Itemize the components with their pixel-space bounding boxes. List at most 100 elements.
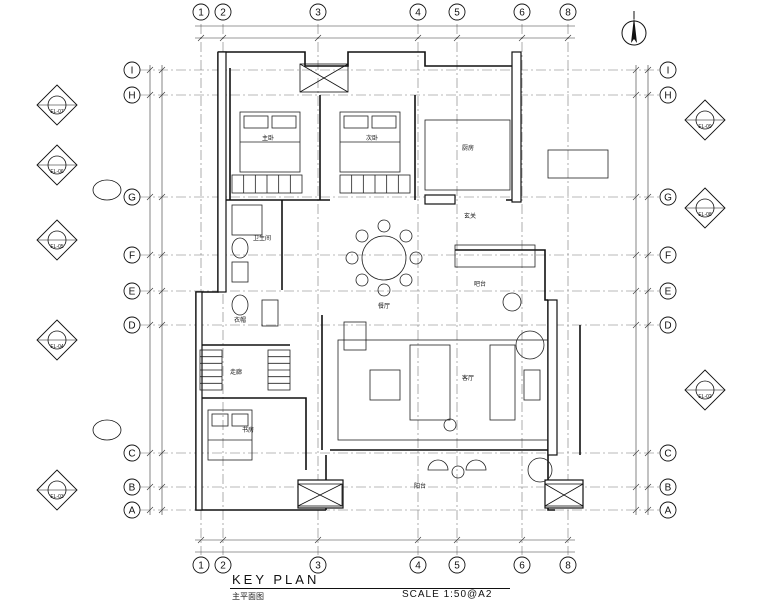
- grid-bubble-label: I: [131, 66, 134, 77]
- wall: [455, 249, 548, 301]
- dimension-tick: [158, 506, 166, 514]
- dimension-tick: [453, 34, 461, 42]
- grid-bubble-label: 1: [198, 8, 204, 19]
- dimension-tick: [644, 483, 652, 491]
- walls: [195, 51, 584, 511]
- dimension-tick: [146, 66, 154, 74]
- dimension-tick: [632, 287, 640, 295]
- grid-bubble-label: A: [665, 506, 672, 517]
- tv-cabinet: [489, 344, 516, 421]
- grid-bubble-label: B: [129, 483, 136, 494]
- dimension-tick: [564, 34, 572, 42]
- dimension-tick: [158, 483, 166, 491]
- dimension-tick: [453, 536, 461, 544]
- grid-bubble-circle: [513, 3, 531, 21]
- grid-bubble-right: I: [659, 61, 677, 79]
- dimension-tick: [632, 321, 640, 329]
- dimension-tick: [158, 193, 166, 201]
- grid-bubble-circle: [192, 556, 210, 574]
- room-label-kitchen: 厨房: [462, 144, 474, 152]
- elevation-tag-left: EL-07: [36, 84, 78, 126]
- dimension-tick: [146, 483, 154, 491]
- grid-bubble-circle: [123, 188, 141, 206]
- dining-chair: [377, 219, 391, 233]
- grid-bubble-circle: [123, 246, 141, 264]
- grid-bubble-label: 6: [519, 8, 525, 19]
- kitchen-counter: [424, 119, 511, 191]
- vanity: [231, 261, 249, 283]
- dimension-tick: [197, 34, 205, 42]
- grid-bubble-bottom: 6: [513, 556, 531, 574]
- grid-bubble-circle: [214, 3, 232, 21]
- grid-bubble-bottom: 8: [559, 556, 577, 574]
- room-label-corridor: 走廊: [230, 368, 242, 376]
- wall-block: [424, 194, 456, 205]
- dimension-tick: [632, 91, 640, 99]
- dimension-tick: [146, 287, 154, 295]
- wall: [218, 51, 516, 67]
- grid-bubble-circle: [659, 246, 677, 264]
- elevation-tag-right: EL-08: [684, 187, 726, 229]
- grid-bubble-top: 4: [409, 3, 427, 21]
- grid-bubble-left: F: [123, 246, 141, 264]
- tag-label: EL-04: [50, 344, 64, 350]
- grid-bubble-circle: [123, 86, 141, 104]
- room-label-bathroom: 卫生间: [253, 234, 271, 242]
- grid-bubble-top: 3: [309, 3, 327, 21]
- grid-bubble-label: 1: [198, 561, 204, 572]
- pillow: [211, 413, 229, 427]
- pillow: [271, 115, 297, 129]
- grid-bubble-left: H: [123, 86, 141, 104]
- grid-bubble-label: 4: [415, 8, 421, 19]
- grid-bubble-circle: [123, 501, 141, 519]
- tag-label: EL-05: [50, 244, 64, 250]
- grid-bubble-label: C: [128, 449, 135, 460]
- tag-label: EL-02: [698, 394, 712, 400]
- dimension-tick: [644, 193, 652, 201]
- grid-bubble-circle: [513, 556, 531, 574]
- grid-bubble-label: 6: [519, 561, 525, 572]
- cloud-symbol: [92, 419, 122, 441]
- grid-bubble-circle: [309, 3, 327, 21]
- coffee-table: [369, 369, 401, 401]
- dimension-tick: [632, 506, 640, 514]
- grid-bubble-left: I: [123, 61, 141, 79]
- room-label-cloak: 衣帽: [234, 316, 246, 324]
- room-label-second-bedroom: 次卧: [366, 134, 378, 142]
- grid-bubble-right: B: [659, 478, 677, 496]
- dimension-tick: [414, 34, 422, 42]
- dimension-lines: [146, 25, 652, 553]
- grid-bubble-label: G: [128, 193, 136, 204]
- dimension-tick: [146, 193, 154, 201]
- wall: [200, 397, 307, 470]
- window-cross: [299, 63, 349, 93]
- elevation-tag-left: EL-06: [36, 144, 78, 186]
- grid-bubble-label: 2: [220, 8, 226, 19]
- grid-bubble-circle: [123, 444, 141, 462]
- grid-bubble-circle: [659, 444, 677, 462]
- pillow: [343, 115, 369, 129]
- tag-label: EL-09: [698, 124, 712, 130]
- bed-study: [207, 409, 253, 461]
- grid-bubble-left: C: [123, 444, 141, 462]
- room-label-dining: 餐厅: [378, 302, 390, 310]
- grid-bubble-label: H: [128, 91, 135, 102]
- dimension-tick: [197, 536, 205, 544]
- shower: [231, 204, 263, 236]
- grid-bubble-circle: [659, 188, 677, 206]
- room-label-living: 客厅: [462, 374, 474, 382]
- dining-chair: [399, 229, 413, 243]
- dimension-tick: [644, 66, 652, 74]
- dining-chair: [355, 273, 369, 287]
- grid-bubble-circle: [123, 316, 141, 334]
- grid-bubble-label: 3: [315, 8, 321, 19]
- elevation-tag-right: EL-09: [684, 99, 726, 141]
- window-box: [544, 483, 584, 507]
- grid-bubble-circle: [192, 3, 210, 21]
- grid-bubble-label: I: [667, 66, 670, 77]
- bar-counter: [454, 244, 536, 268]
- grid-bubble-top: 2: [214, 3, 232, 21]
- pillow: [231, 413, 249, 427]
- room-label-foyer: 玄关: [464, 212, 476, 220]
- grid-bubble-circle: [559, 3, 577, 21]
